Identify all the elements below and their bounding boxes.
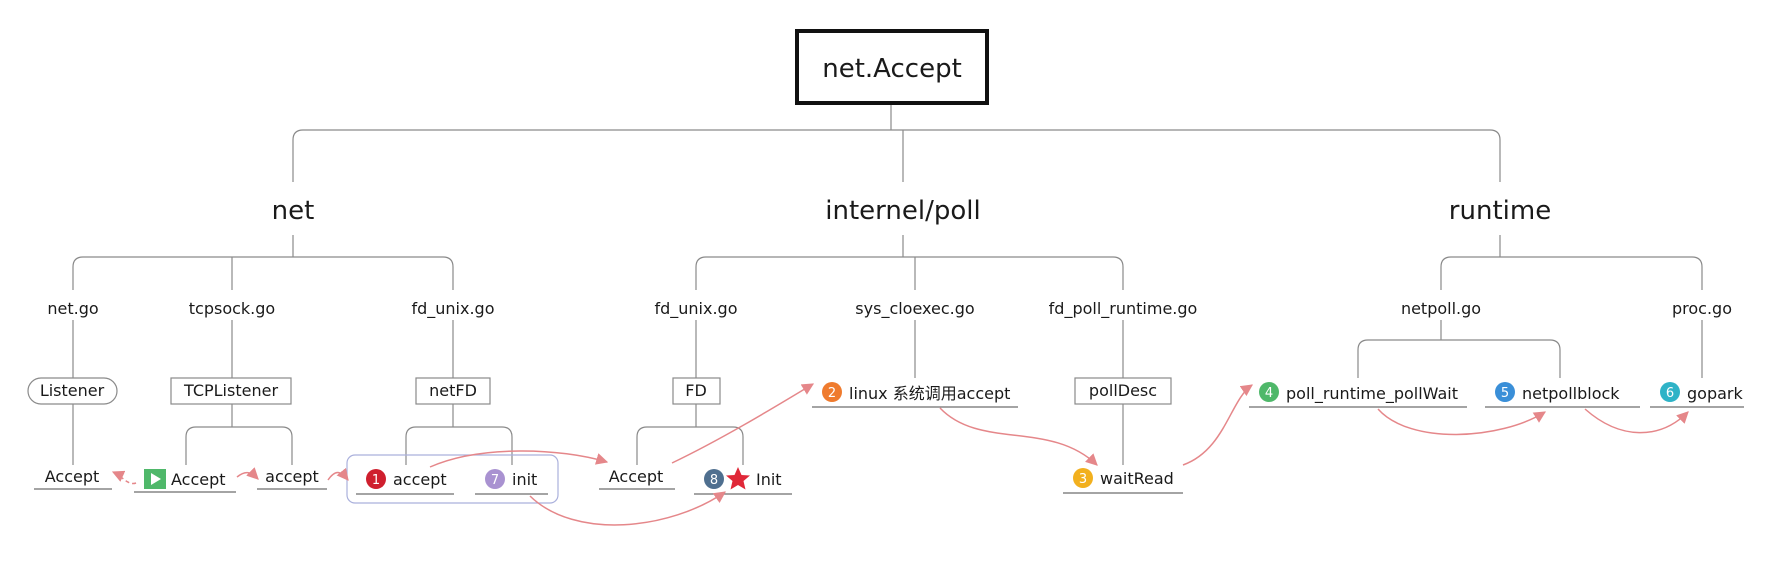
root-node-box [795, 29, 989, 105]
badge-7-number: 7 [491, 473, 499, 488]
file-sys-cloexec: sys_cloexec.go [855, 299, 974, 319]
type-netfd: netFD [429, 381, 477, 400]
type-tcplistener-box [170, 377, 292, 405]
func-gopark: gopark [1687, 384, 1743, 403]
badge-5-number: 5 [1501, 386, 1509, 401]
type-listener-box [27, 377, 118, 405]
arrow-poll-wait-to-netpollblock [1377, 408, 1547, 436]
arrow-accept-to-netfd-accept [327, 467, 349, 481]
arrow-fd-accept-to-linux-accept [671, 383, 815, 464]
type-polldesc: pollDesc [1089, 381, 1157, 400]
type-tcplistener: TCPListener [183, 381, 278, 400]
badge-7-icon [485, 469, 505, 489]
badge-5-icon [1495, 382, 1515, 402]
badge-3-number: 3 [1079, 472, 1087, 487]
func-tcp-accept: Accept [171, 470, 226, 489]
package-net: net [272, 196, 315, 226]
badge-6-number: 6 [1666, 386, 1674, 401]
arrow-wait-read-to-poll-wait [1182, 384, 1253, 466]
badge-8-number: 8 [710, 473, 718, 488]
badge-4-icon [1259, 382, 1279, 402]
type-fd-box [672, 377, 721, 405]
func-netfd-init: init [512, 470, 537, 489]
arrow-linux-accept-to-wait-read [939, 407, 1098, 466]
badge-2-number: 2 [828, 386, 836, 401]
file-fd-poll-runtime: fd_poll_runtime.go [1049, 299, 1198, 319]
badge-8-icon [704, 469, 724, 489]
func-fd-accept: Accept [609, 467, 664, 486]
type-netfd-box [415, 377, 491, 405]
func-listener-accept: Accept [45, 467, 100, 486]
func-fd-init: Init [756, 470, 782, 489]
badge-3-icon [1073, 468, 1093, 488]
func-tcp-accept-lower: accept [265, 467, 319, 486]
func-netpollblock: netpollblock [1522, 384, 1620, 403]
file-net-go: net.go [47, 299, 98, 318]
tree-connectors [72, 103, 1703, 465]
func-wait-read: waitRead [1100, 469, 1174, 488]
package-runtime: runtime [1449, 196, 1551, 226]
file-netpoll-go: netpoll.go [1401, 299, 1481, 318]
type-listener: Listener [40, 381, 105, 400]
arrow-tcp-accept-to-accept [236, 467, 259, 480]
badge-6-icon [1660, 382, 1680, 402]
badge-4-number: 4 [1265, 386, 1273, 401]
type-fd: FD [685, 381, 707, 400]
arrow-netfd-init-to-fd-init [529, 491, 726, 526]
arrow-netpollblock-to-gopark [1584, 408, 1689, 434]
type-polldesc-box [1074, 377, 1172, 405]
arrow-netfd-accept-to-fd-accept [429, 450, 609, 468]
root-node-label: net.Accept [822, 54, 962, 84]
func-linux-accept: linux 系统调用accept [849, 384, 1010, 403]
func-poll-wait: poll_runtime_pollWait [1286, 384, 1458, 404]
file-tcpsock-go: tcpsock.go [189, 299, 275, 318]
file-proc-go: proc.go [1672, 299, 1732, 318]
package-internel-poll: internel/poll [825, 196, 980, 226]
file-fd-unix-poll: fd_unix.go [654, 299, 737, 319]
func-netfd-accept: accept [393, 470, 447, 489]
file-fd-unix-net: fd_unix.go [411, 299, 494, 319]
badge-2-icon [822, 382, 842, 402]
call-flow-arrows [111, 383, 1689, 526]
play-icon [144, 469, 166, 489]
star-icon [726, 467, 750, 490]
badge-1-number: 1 [372, 473, 380, 488]
arrow-tcp-accept-to-listener [111, 470, 137, 485]
badge-1-icon [366, 469, 386, 489]
